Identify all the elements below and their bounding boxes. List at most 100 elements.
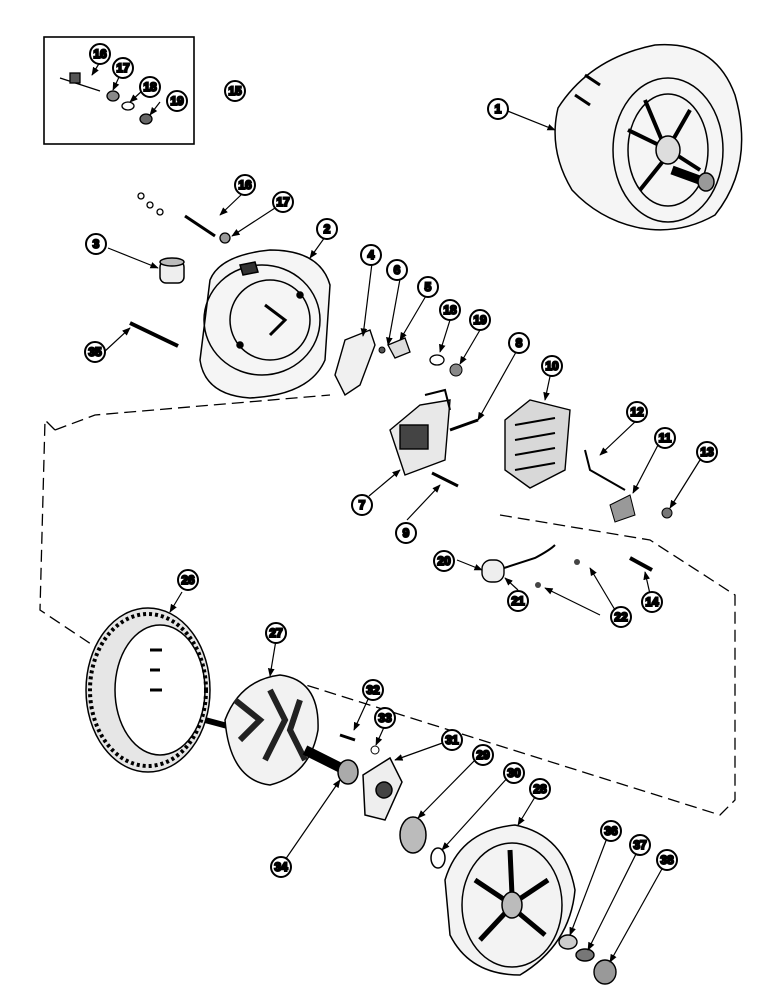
svg-text:26: 26 [181, 573, 195, 587]
callout-19-inset: 19 [166, 90, 188, 112]
svg-text:28: 28 [533, 782, 547, 796]
rotor-screw [339, 733, 356, 742]
svg-text:16: 16 [93, 47, 107, 61]
callout-38: 38 [656, 849, 678, 871]
svg-text:35: 35 [88, 345, 102, 359]
svg-text:16: 16 [238, 178, 252, 192]
svg-text:11: 11 [659, 431, 672, 445]
callout-16-inset: 16 [89, 43, 111, 65]
callout-35: 35 [84, 341, 106, 363]
dashed-guide-top [54, 394, 331, 431]
callout-36: 36 [600, 820, 622, 842]
svg-text:6: 6 [394, 263, 401, 277]
svg-text:2: 2 [324, 222, 331, 236]
svg-text:13: 13 [700, 445, 714, 459]
svg-text:22: 22 [614, 610, 628, 624]
front-bearing-34 [337, 759, 359, 785]
svg-text:33: 33 [378, 711, 392, 725]
svg-text:5: 5 [425, 280, 432, 294]
terminal-bolt-14 [629, 556, 653, 572]
svg-text:34: 34 [274, 860, 288, 874]
callout-31: 31 [441, 729, 463, 751]
svg-text:18: 18 [143, 80, 157, 94]
svg-text:3: 3 [93, 237, 100, 251]
callout-29: 29 [472, 744, 494, 766]
capacitor-assembly [481, 544, 556, 583]
svg-text:38: 38 [660, 853, 674, 867]
svg-text:27: 27 [269, 626, 283, 640]
through-bolt [129, 321, 179, 348]
retainer-plate [362, 756, 403, 821]
small-screw [378, 346, 386, 354]
washer-37 [575, 948, 595, 962]
callout-5: 5 [417, 276, 439, 298]
callout-12: 12 [626, 401, 648, 423]
svg-text:15: 15 [228, 84, 242, 98]
callout-15: 15 [224, 80, 246, 102]
drive-bearing [399, 816, 427, 854]
callout-30: 30 [503, 762, 525, 784]
callout-33: 33 [374, 707, 396, 729]
callout-6: 6 [386, 259, 408, 281]
svg-text:12: 12 [630, 405, 644, 419]
callout-11: 11 [654, 427, 676, 449]
terminal-nut [661, 507, 673, 519]
diode-trio-lead [584, 449, 626, 491]
callout-18-inset: 18 [139, 76, 161, 98]
rectifier-bridge [504, 399, 571, 489]
rotor-washer [370, 745, 380, 755]
svg-text:36: 36 [604, 824, 618, 838]
dashed-guide-left [39, 418, 101, 651]
svg-text:31: 31 [445, 733, 459, 747]
svg-text:32: 32 [366, 683, 380, 697]
svg-text:9: 9 [403, 526, 410, 540]
svg-text:8: 8 [516, 336, 523, 350]
callout-26: 26 [177, 569, 199, 591]
svg-text:19: 19 [170, 94, 184, 108]
callout-34: 34 [270, 856, 292, 878]
bushing [159, 257, 185, 284]
screw-22b [535, 582, 541, 588]
svg-text:21: 21 [511, 594, 525, 608]
svg-text:19: 19 [473, 313, 487, 327]
callout-19: 19 [469, 309, 491, 331]
drive-end-frame [444, 824, 576, 976]
svg-text:4: 4 [368, 248, 375, 262]
regulator [389, 388, 451, 476]
terminal-stud-parts [137, 192, 231, 244]
svg-text:7: 7 [359, 498, 366, 512]
bracket [334, 329, 376, 397]
callout-4: 4 [360, 244, 382, 266]
callout-2: 2 [316, 218, 338, 240]
callout-13: 13 [696, 441, 718, 463]
svg-text:1: 1 [495, 102, 502, 116]
dashed-guide-right [289, 514, 736, 816]
nut-38 [593, 959, 617, 985]
brush-clip [387, 337, 411, 359]
spacer-36 [558, 934, 578, 950]
callout-10: 10 [541, 355, 563, 377]
capacitor-strap [609, 494, 636, 523]
callout-1: 1 [487, 98, 509, 120]
svg-text:37: 37 [633, 838, 647, 852]
regulator-screw-9 [431, 471, 459, 488]
callout-7: 7 [351, 494, 373, 516]
callout-37: 37 [629, 834, 651, 856]
svg-text:14: 14 [645, 595, 659, 609]
callout-17: 17 [272, 191, 294, 213]
callout-9: 9 [395, 522, 417, 544]
svg-text:30: 30 [507, 766, 521, 780]
callout-18: 18 [439, 299, 461, 321]
stator [85, 607, 211, 773]
callout-3: 3 [85, 233, 107, 255]
inset-parts [59, 72, 153, 125]
callout-16: 16 [234, 174, 256, 196]
callout-8: 8 [508, 332, 530, 354]
callouts: 16 17 18 19 15 1 16 17 2 3 35 4 6 5 18 1… [84, 43, 718, 878]
callout-32: 32 [362, 679, 384, 701]
alternator-assembly [554, 43, 743, 231]
callout-17-inset: 17 [112, 57, 134, 79]
svg-text:29: 29 [476, 748, 490, 762]
callout-27: 27 [265, 622, 287, 644]
callout-22: 22 [610, 606, 632, 628]
